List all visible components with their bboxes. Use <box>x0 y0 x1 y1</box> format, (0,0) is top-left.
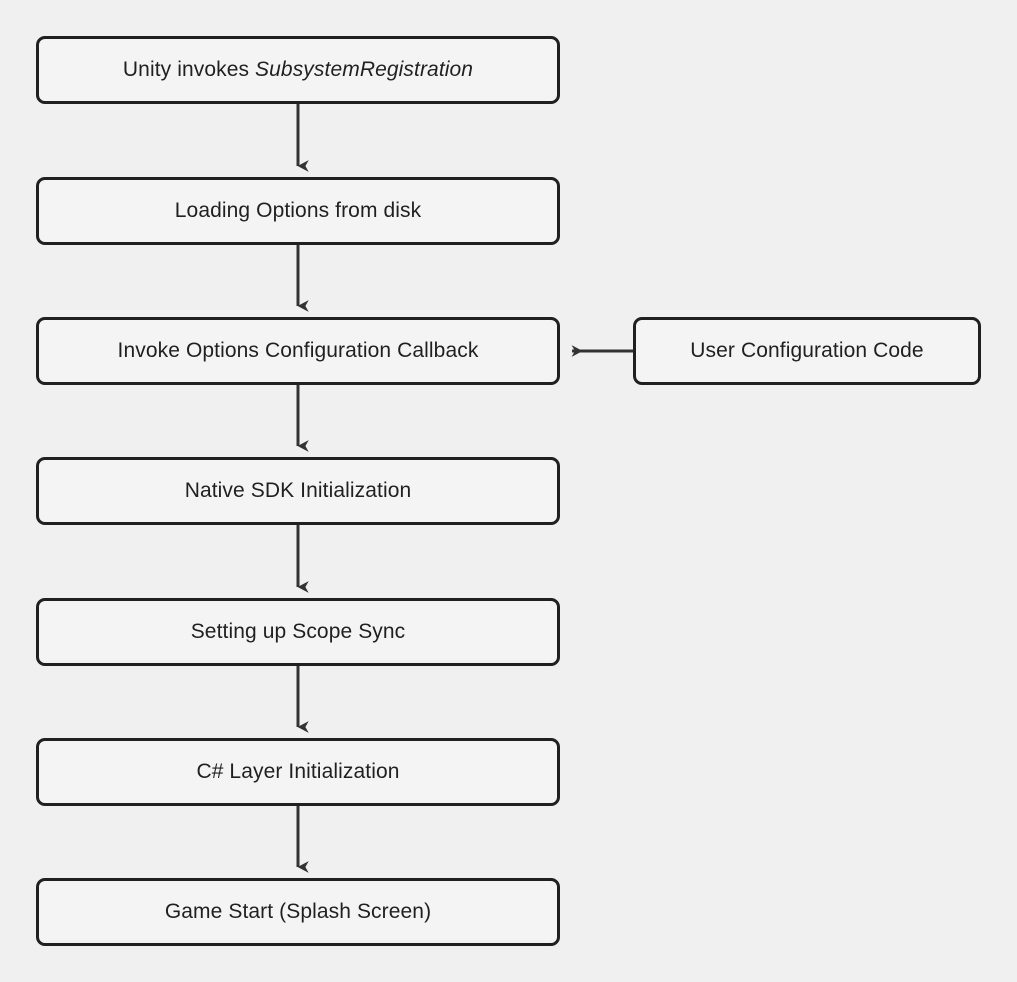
node-label-prefix: Unity invokes <box>122 58 256 81</box>
node-label: Native SDK Initialization <box>184 479 412 502</box>
node-label: C# Layer Initialization <box>196 760 400 783</box>
node-setting-up-scope-sync[interactable]: Setting up Scope Sync <box>36 598 560 666</box>
node-loading-options-from-disk[interactable]: Loading Options from disk <box>36 177 560 245</box>
node-csharp-layer-initialization[interactable]: C# Layer Initialization <box>36 738 560 806</box>
node-label: Loading Options from disk <box>174 199 422 222</box>
node-label: Setting up Scope Sync <box>190 620 406 643</box>
node-user-configuration-code[interactable]: User Configuration Code <box>633 317 981 385</box>
node-game-start-splash-screen[interactable]: Game Start (Splash Screen) <box>36 878 560 946</box>
node-label: User Configuration Code <box>690 339 924 362</box>
node-label-emphasis: SubsystemRegistration <box>255 58 474 81</box>
node-unity-invokes-subsystemregistration[interactable]: Unity invokes SubsystemRegistration <box>36 36 560 104</box>
node-label: Game Start (Splash Screen) <box>164 900 432 923</box>
node-native-sdk-initialization[interactable]: Native SDK Initialization <box>36 457 560 525</box>
node-label: Unity invokes SubsystemRegistration <box>113 57 483 83</box>
node-invoke-options-configuration-callback[interactable]: Invoke Options Configuration Callback <box>36 317 560 385</box>
node-label: Invoke Options Configuration Callback <box>117 339 479 362</box>
